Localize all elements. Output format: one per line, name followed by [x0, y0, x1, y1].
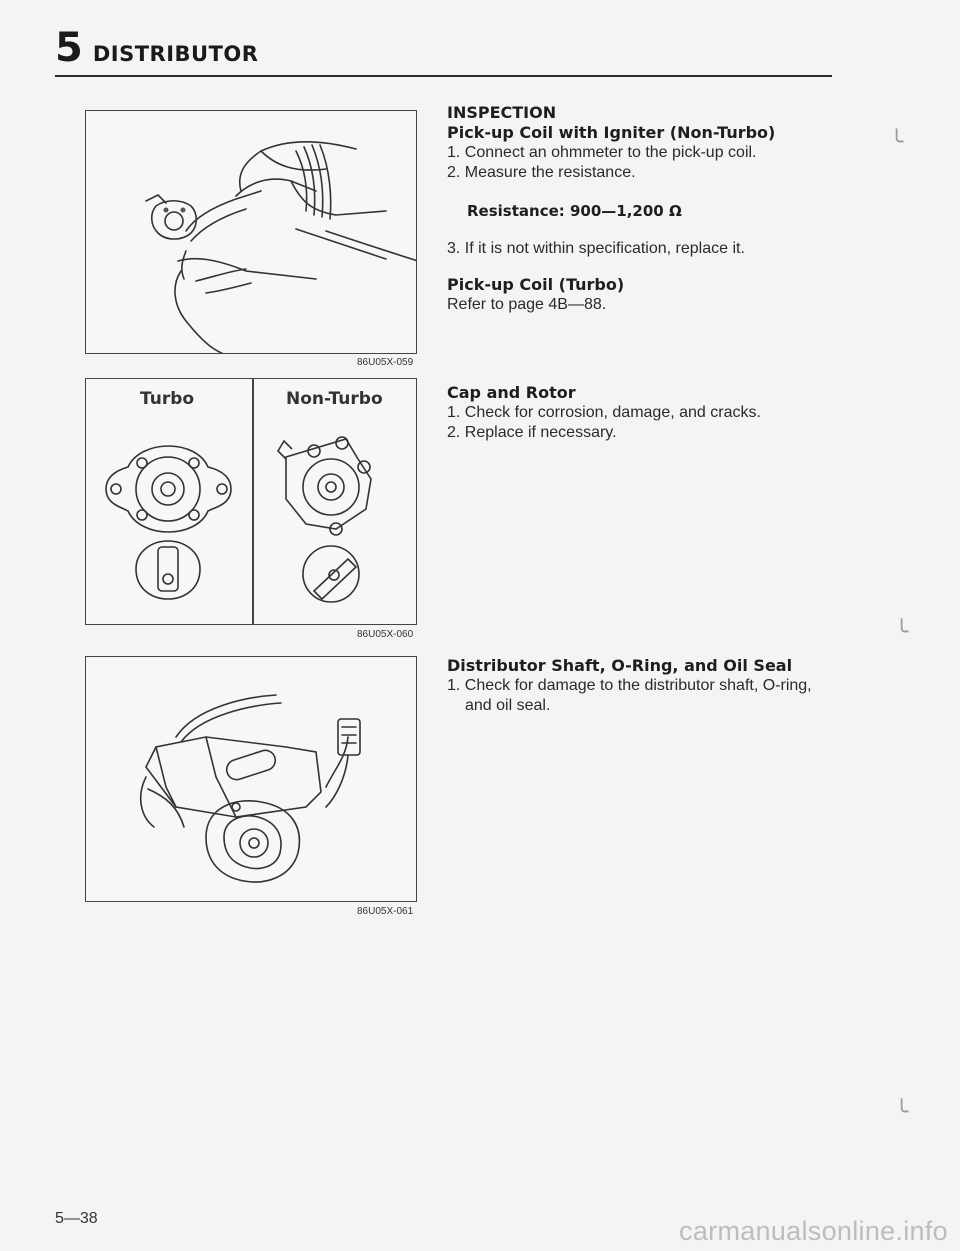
cap-rotor-illustration	[105, 436, 372, 603]
header-rule	[55, 75, 832, 77]
figure-divider	[252, 379, 254, 624]
figure-cap-rotor: Turbo Non-Turbo	[85, 378, 417, 625]
figure-code-061: 86U05X-061	[357, 906, 414, 917]
shaft-step-1: 1. Check for damage to the distributor s…	[447, 677, 812, 694]
distributor-illustration	[139, 694, 361, 883]
resistance-spec: Resistance: 900—1,200 Ω	[467, 202, 682, 220]
figure-code-059: 86U05X-059	[357, 357, 414, 368]
pickup-step-3: 3. If it is not within specification, re…	[447, 240, 745, 257]
inspection-section: INSPECTION Pick-up Coil with Igniter (No…	[447, 103, 867, 315]
pickup-nonturbo-heading: Pick-up Coil with Igniter (Non-Turbo)	[447, 123, 776, 142]
binding-mark: ╰	[890, 130, 904, 155]
figure-distributor-assembly	[85, 656, 417, 902]
cap-rotor-step-2: 2. Replace if necessary.	[447, 424, 617, 441]
label-turbo: Turbo	[140, 389, 195, 409]
binding-mark: ╰	[895, 1100, 909, 1125]
pickup-turbo-heading: Pick-up Coil (Turbo)	[447, 275, 625, 294]
pickup-turbo-text: Refer to page 4B—88.	[447, 296, 607, 313]
section-title: DISTRIBUTOR	[92, 42, 259, 66]
binding-mark: ╰	[895, 620, 909, 645]
watermark: carmanualsonline.info	[679, 1216, 948, 1246]
pickup-step-2: 2. Measure the resistance.	[447, 164, 636, 181]
label-non-turbo: Non-Turbo	[286, 389, 383, 409]
section-number: 5	[55, 25, 83, 71]
pickup-step-1: 1. Connect an ohmmeter to the pick-up co…	[447, 144, 757, 161]
shaft-section: Distributor Shaft, O-Ring, and Oil Seal …	[447, 656, 867, 716]
page-number: 5—38	[55, 1210, 98, 1227]
section-header: 5 DISTRIBUTOR	[55, 28, 258, 68]
figure-code-060: 86U05X-060	[357, 629, 414, 640]
cap-rotor-section: Cap and Rotor 1. Check for corrosion, da…	[447, 383, 867, 443]
shaft-heading: Distributor Shaft, O-Ring, and Oil Seal	[447, 656, 793, 675]
figure-pickup-coil-test	[85, 110, 417, 354]
cap-rotor-heading: Cap and Rotor	[447, 383, 576, 402]
pickup-coil-illustration	[145, 140, 416, 353]
cap-rotor-step-1: 1. Check for corrosion, damage, and crac…	[447, 404, 761, 421]
shaft-step-1-cont: and oil seal.	[465, 697, 551, 714]
inspection-title: INSPECTION	[447, 103, 557, 122]
